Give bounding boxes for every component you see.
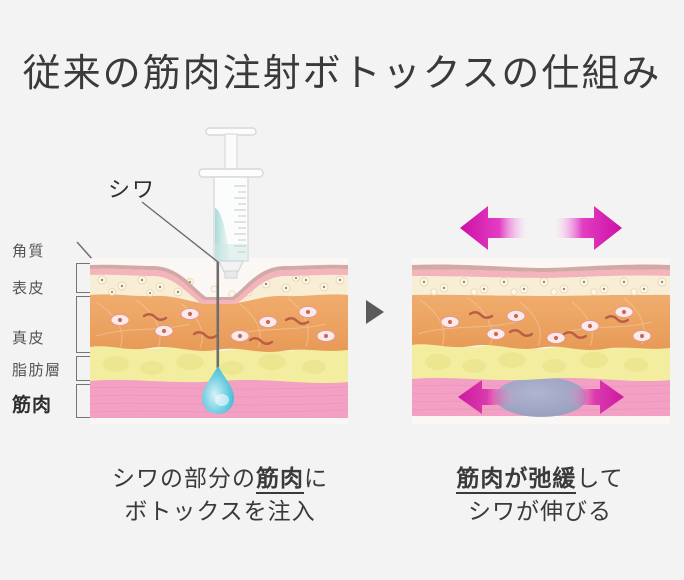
layer-label-dermis: 真皮 <box>12 330 46 347</box>
layer-label-muscle: 筋肉 <box>12 395 53 416</box>
bracket-dermis <box>76 296 90 353</box>
skin-cross-section-left <box>90 258 348 424</box>
needle-shaft <box>216 258 220 368</box>
epidermis-cells-right <box>419 277 667 296</box>
muscle-arrow-right-icon <box>566 380 624 414</box>
dermis-cells-right <box>440 306 652 344</box>
skin-cross-section-right <box>412 258 670 424</box>
dermis-cells <box>110 306 336 345</box>
caption-right-l2: シワが伸びる <box>468 498 612 524</box>
caption-left-l1-strong: 筋肉 <box>256 465 304 494</box>
wrinkle-pointer-line <box>141 201 219 263</box>
caption-left-l1-pre: シワの部分の <box>112 465 256 491</box>
caption-right-l1-post: して <box>576 465 624 491</box>
wrinkle-label: シワ <box>108 177 157 202</box>
layer-label-stratum-corneum: 角質 <box>12 243 46 260</box>
caption-left-l1-post: に <box>304 465 328 491</box>
caption-right: 筋肉が弛緩して シワが伸びる <box>400 462 680 528</box>
page-title: 従来の筋肉注射ボトックスの仕組み <box>22 53 662 95</box>
caption-right-l1-strong: 筋肉が弛緩 <box>456 465 577 494</box>
arrow-right-icon <box>550 206 622 250</box>
layer-label-epidermis: 表皮 <box>12 280 46 297</box>
layer-label-fat: 脂肪層 <box>12 362 62 379</box>
play-triangle-icon <box>366 300 384 324</box>
bracket-fat <box>76 356 90 381</box>
caption-left-l2: ボトックスを注入 <box>124 498 316 524</box>
stratum-corneum-tick-icon <box>76 241 94 261</box>
muscle-arrow-left-icon <box>458 380 516 414</box>
bracket-muscle <box>76 384 90 418</box>
bracket-epidermis <box>76 263 90 293</box>
botox-diffusion-blob <box>495 377 587 417</box>
stretch-arrows-group <box>460 206 622 250</box>
arrow-left-icon <box>460 206 532 250</box>
caption-left: シワの部分の筋肉に ボトックスを注入 <box>60 462 380 528</box>
syringe-icon <box>198 127 264 279</box>
